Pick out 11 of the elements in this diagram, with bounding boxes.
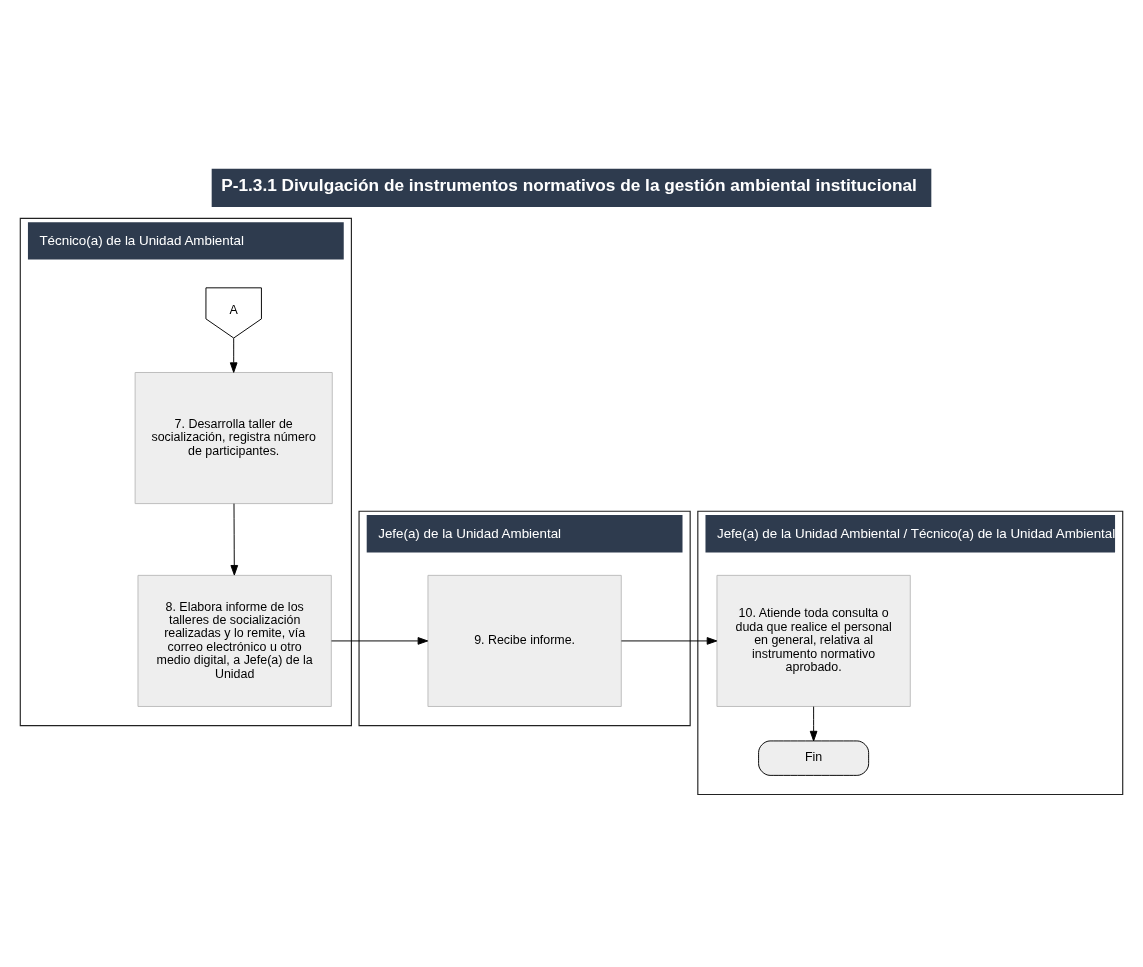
arrow [809, 706, 818, 742]
node-box: Fin [758, 740, 870, 776]
diagram-title: P-1.3.1 Divulgación de instrumentos normativos de la gestión ambiental institucional [221, 175, 917, 196]
arrow [620, 637, 718, 645]
arrow [230, 503, 239, 576]
node-box: 10. Atiende toda consulta o duda que realice el personal en general, relativa al instrumento normativo aprobado. [716, 574, 911, 707]
node-box: 9. Recibe informe. [427, 574, 622, 707]
node-box: 7. Desarrolla taller de socialización, registra número de participantes. [134, 372, 333, 505]
arrow [229, 337, 238, 373]
arrow [331, 637, 429, 645]
node-box: 8. Elabora informe de los talleres de socialización realizadas y lo remite, vía correo electrónico u otro medio digital, a Jefe(a) de la Unidad [137, 574, 332, 707]
